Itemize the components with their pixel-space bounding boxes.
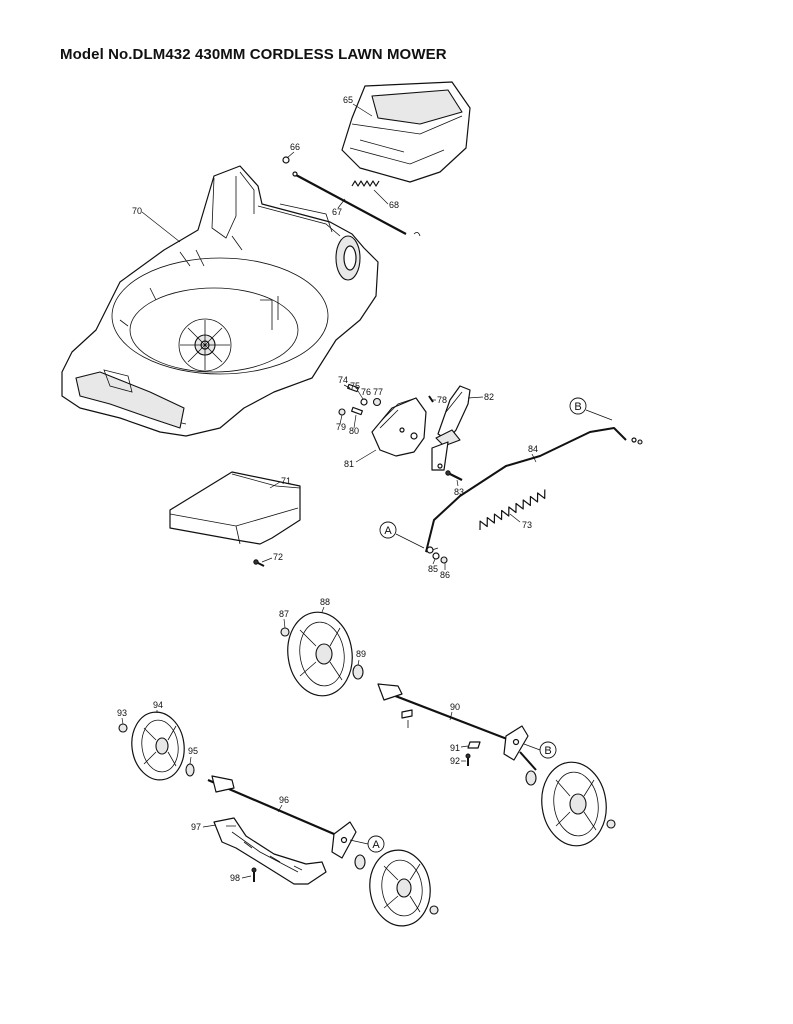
wheel-part-88[interactable] [282,608,357,700]
ref-marker-a-bottom: A [349,835,385,853]
label-94: 94 [153,700,163,710]
label-90: 90 [450,702,460,712]
label-93: 93 [117,708,127,718]
wheel-part-rear[interactable] [365,846,435,930]
label-80: 80 [349,426,359,436]
svg-text:B: B [574,401,581,413]
label-68: 68 [389,200,399,210]
label-74: 74 [338,375,348,385]
label-76: 76 [361,387,371,397]
clip-part[interactable] [282,156,290,164]
deck-housing-part[interactable] [61,165,379,437]
label-87: 87 [279,609,289,619]
nut-part-right[interactable] [606,819,616,829]
screw-part[interactable] [253,559,265,567]
label-65: 65 [343,95,353,105]
bolt-part[interactable] [445,470,463,481]
ref-marker-b-bottom: B [523,741,557,759]
label-75: 75 [350,381,360,391]
label-86: 86 [440,570,450,580]
label-95: 95 [188,746,198,756]
lift-rod-part[interactable] [425,427,643,554]
label-84: 84 [528,444,538,454]
label-73: 73 [522,520,532,530]
lever-handle-part[interactable] [431,385,471,471]
ref-marker-b-top: B [569,397,613,421]
nut-part[interactable] [440,556,448,564]
wheel-part-right-front[interactable] [536,758,611,850]
nut-part-87[interactable] [280,627,290,637]
bushing-part-right[interactable] [525,770,537,786]
front-axle-part[interactable] [377,683,537,771]
label-89: 89 [356,649,366,659]
screw-part-98[interactable] [251,867,257,882]
height-adjust-part[interactable] [338,383,427,457]
washer-part[interactable] [432,552,440,560]
label-72: 72 [273,552,283,562]
wheel-part-94[interactable] [128,709,189,784]
label-88: 88 [320,597,330,607]
label-91: 91 [450,743,460,753]
pin-part[interactable] [428,395,434,403]
rear-axle-part[interactable] [207,775,357,859]
rear-guard-part[interactable] [213,817,327,885]
spring-part[interactable] [351,180,380,187]
screw-part-92[interactable] [465,753,471,766]
label-82: 82 [484,392,494,402]
rod-part[interactable] [292,171,421,237]
svg-text:A: A [384,525,392,537]
page-title: Model No.DLM432 430MM CORDLESS LAWN MOWE… [60,46,447,63]
label-78: 78 [437,395,447,405]
label-85: 85 [428,564,438,574]
label-66: 66 [290,142,300,152]
grass-cover-part[interactable] [341,81,471,183]
label-70: 70 [132,206,142,216]
bushing-part-89[interactable] [352,664,364,680]
nut-part-93[interactable] [118,723,128,733]
label-98: 98 [230,873,240,883]
label-77: 77 [373,387,383,397]
spring-part-long[interactable] [476,489,548,531]
nut-part-rear[interactable] [429,905,439,915]
label-81: 81 [344,459,354,469]
label-67: 67 [332,207,342,217]
bracket-part[interactable] [467,741,481,749]
label-96: 96 [279,795,289,805]
label-97: 97 [191,822,201,832]
bushing-part-rear[interactable] [354,854,366,870]
label-83: 83 [454,487,464,497]
part-labels: 65 66 67 68 70 71 72 73 74 75 76 77 78 7… [117,95,538,883]
bushing-part-95[interactable] [185,763,195,777]
ref-marker-a-top: A [379,521,425,549]
label-79: 79 [336,422,346,432]
grass-chute-part[interactable] [169,471,301,545]
label-92: 92 [450,756,460,766]
label-71: 71 [281,476,291,486]
svg-text:B: B [544,745,551,757]
svg-text:A: A [372,839,380,851]
